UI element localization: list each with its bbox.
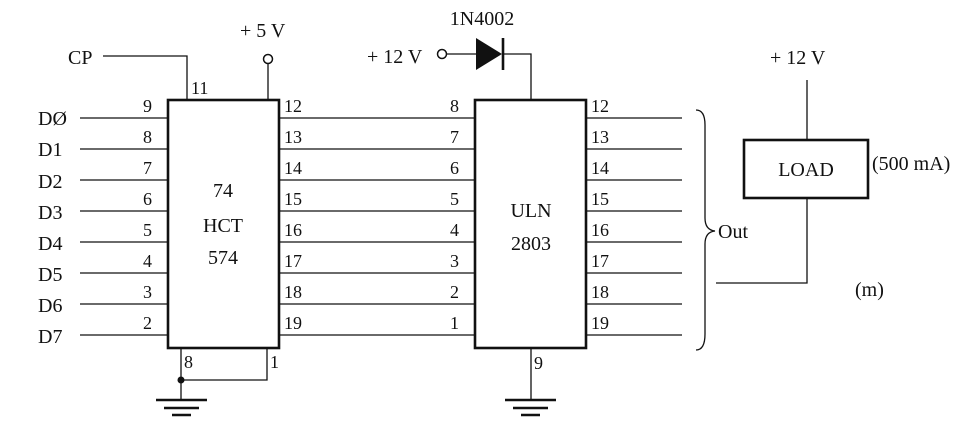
driver-input-pin-2: 7 — [450, 127, 459, 147]
latch-input-pin-3: 7 — [143, 158, 152, 178]
driver-input-pin-1: 8 — [450, 96, 459, 116]
latch-part-line1: 74 — [213, 180, 233, 202]
driver-input-pin-6: 3 — [450, 251, 459, 271]
latch-output-pins: 12 13 14 15 16 17 18 19 — [284, 96, 302, 333]
latch-output-pin-5: 16 — [284, 220, 302, 240]
latch-input-pin-4: 6 — [143, 189, 152, 209]
latch-output-pin-1: 12 — [284, 96, 302, 116]
diode-symbol — [476, 38, 502, 70]
load-rating: (500 mA) — [872, 153, 950, 175]
load-label: LOAD — [778, 159, 834, 181]
driver-output-pin-1: 12 — [591, 96, 609, 116]
driver-input-pins: 8 7 6 5 4 3 2 1 — [450, 96, 459, 333]
driver-output-wires — [586, 117, 682, 336]
data-input-d2: D2 — [38, 171, 62, 193]
latch-oe-pin: 1 — [270, 352, 279, 372]
driver-output-pins: 12 13 14 15 16 17 18 19 — [591, 96, 609, 333]
data-input-d6: D6 — [38, 295, 62, 317]
latch-output-pin-8: 19 — [284, 313, 302, 333]
load-return-wire — [716, 198, 808, 284]
outputs-brace — [695, 109, 716, 351]
bus-wires — [279, 117, 475, 336]
diode-part-label: 1N4002 — [450, 8, 514, 30]
outputs-label: Out — [718, 221, 748, 243]
driver-input-pin-4: 5 — [450, 189, 459, 209]
clock-input-label: CP — [68, 47, 92, 69]
latch-part-line2: HCT — [203, 215, 243, 237]
driver-part-line2: 2803 — [511, 233, 551, 255]
diode-supply-label: + 12 V — [367, 46, 423, 68]
latch-chip — [166, 98, 281, 350]
latch-supply-label: + 5 V — [240, 20, 286, 42]
diode-supply-terminal — [436, 48, 448, 60]
driver-ground-symbol — [505, 398, 556, 417]
figure-label: (m) — [855, 279, 884, 301]
driver-output-pin-8: 19 — [591, 313, 609, 333]
latch-input-pin-5: 5 — [143, 220, 152, 240]
junction-dot — [177, 376, 185, 384]
latch-output-pin-3: 14 — [284, 158, 302, 178]
latch-input-pin-8: 2 — [143, 313, 152, 333]
driver-input-pin-8: 1 — [450, 313, 459, 333]
driver-part-line1: ULN — [510, 200, 551, 222]
latch-ground-symbol — [156, 398, 207, 417]
driver-input-pin-7: 2 — [450, 282, 459, 302]
data-input-d0: DØ — [38, 108, 67, 130]
data-input-labels: DØ D1 D2 D3 D4 D5 D6 D7 — [38, 108, 67, 348]
clock-wire — [103, 55, 188, 100]
latch-output-pin-4: 15 — [284, 189, 302, 209]
vcc-terminal — [262, 53, 274, 65]
latch-output-pin-2: 13 — [284, 127, 302, 147]
latch-clock-pin: 11 — [191, 78, 208, 98]
driver-output-pin-3: 14 — [591, 158, 609, 178]
diode-cathode-wire — [503, 53, 532, 100]
driver-gnd-pin: 9 — [534, 353, 543, 373]
load-box — [742, 138, 870, 200]
driver-output-pin-4: 15 — [591, 189, 609, 209]
latch-output-pin-7: 18 — [284, 282, 302, 302]
load-supply-label: + 12 V — [770, 47, 826, 69]
latch-input-pin-6: 4 — [143, 251, 152, 271]
latch-part-line3: 574 — [208, 247, 238, 269]
data-input-d1: D1 — [38, 139, 62, 161]
driver-output-pin-6: 17 — [591, 251, 609, 271]
driver-input-pin-5: 4 — [450, 220, 459, 240]
latch-input-pin-7: 3 — [143, 282, 152, 302]
latch-gnd-pin: 8 — [184, 352, 193, 372]
data-input-d7: D7 — [38, 326, 62, 348]
driver-input-pin-3: 6 — [450, 158, 459, 178]
data-input-d3: D3 — [38, 202, 62, 224]
data-input-wires — [80, 117, 168, 336]
latch-oe-wire — [181, 348, 268, 381]
driver-chip — [473, 98, 588, 350]
driver-output-pin-7: 18 — [591, 282, 609, 302]
latch-input-pin-2: 8 — [143, 127, 152, 147]
driver-output-pin-2: 13 — [591, 127, 609, 147]
latch-input-pins: 9 8 7 6 5 4 3 2 — [143, 96, 152, 333]
latch-input-pin-1: 9 — [143, 96, 152, 116]
latch-output-pin-6: 17 — [284, 251, 302, 271]
data-input-d4: D4 — [38, 233, 62, 255]
driver-output-pin-5: 16 — [591, 220, 609, 240]
data-input-d5: D5 — [38, 264, 62, 286]
